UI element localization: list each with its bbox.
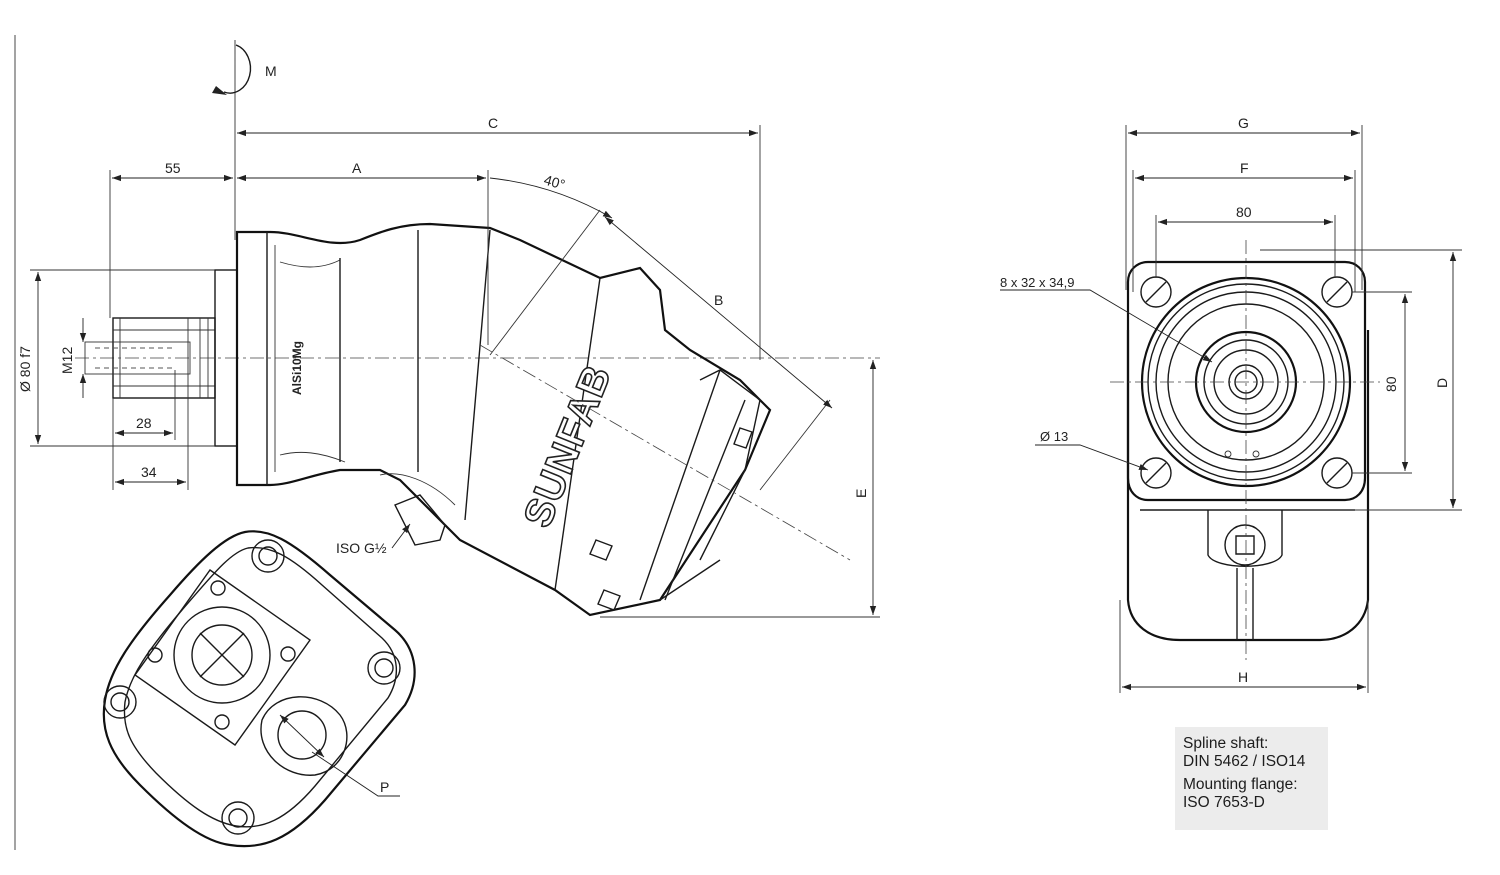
info-line-4: ISO 7653-D (1183, 794, 1265, 811)
side-view: M (17, 40, 880, 618)
dim-g-label: G (1238, 115, 1249, 131)
port-flange-view: P (102, 530, 416, 848)
dim-f-label: F (1240, 160, 1249, 176)
dim-a-label: A (352, 160, 362, 176)
info-line-3: Mounting flange: (1183, 776, 1298, 793)
dim-28-label: 28 (136, 415, 152, 431)
casting-mark: AlSi10Mg (290, 341, 304, 395)
port-label: ISO G½ (336, 540, 387, 556)
dim-h-label: H (1238, 669, 1248, 685)
info-line-2: DIN 5462 / ISO14 (1183, 753, 1306, 770)
angle-label: 40° (542, 172, 567, 193)
dim-34-label: 34 (141, 464, 157, 480)
info-line-1: Spline shaft: (1183, 735, 1269, 752)
thread-label: M12 (59, 347, 75, 374)
dim-e-label: E (853, 489, 869, 498)
dim-80-h-label: 80 (1236, 204, 1252, 220)
port-p-label: P (380, 779, 389, 795)
spline-label: 8 x 32 x 34,9 (1000, 275, 1074, 290)
rotation-arrow-icon (212, 44, 252, 95)
front-view: G F 80 80 D H 8 x 32 x 34,9 Ø 13 (1000, 115, 1462, 693)
shaft-diameter-label: Ø 80 f7 (17, 346, 33, 392)
dim-d-label: D (1434, 378, 1450, 388)
brand-logo: SUNFAB (516, 359, 621, 534)
housing-front (235, 222, 772, 617)
dim-c-label: C (488, 115, 498, 131)
shaft (84, 269, 238, 447)
spec-info-box: Spline shaft: DIN 5462 / ISO14 Mounting … (1175, 727, 1328, 830)
dim-80-v-label: 80 (1383, 376, 1399, 392)
rotation-label: M (265, 63, 277, 79)
dim-b-label: B (714, 292, 723, 308)
hole-label: Ø 13 (1040, 429, 1068, 444)
dim-55-label: 55 (165, 160, 181, 176)
